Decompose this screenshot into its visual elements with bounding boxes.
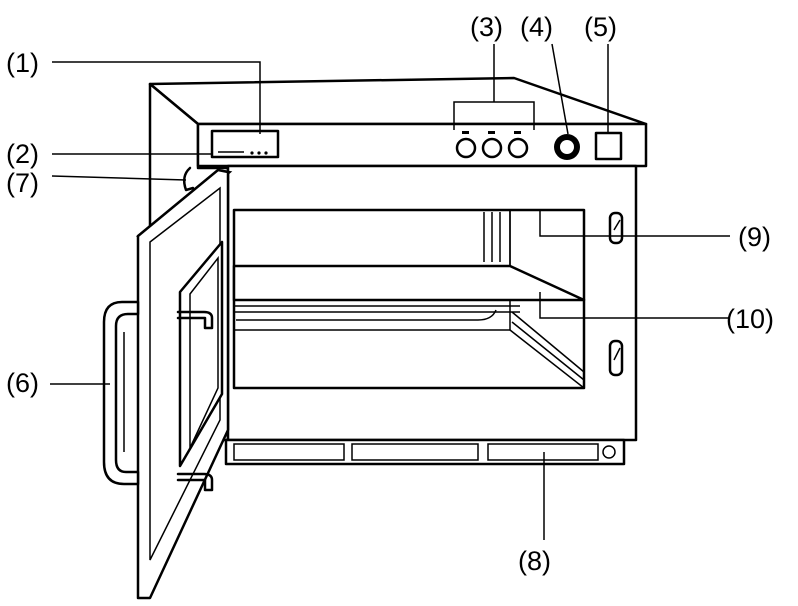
callout-3: (3) [470, 12, 503, 42]
air-filter [224, 438, 626, 466]
oven-shelf [232, 264, 586, 302]
callout-5: (5) [584, 12, 617, 42]
door-handle [102, 300, 140, 486]
callout-10: (10) [726, 304, 774, 334]
callout-9: (9) [738, 222, 771, 252]
oven-door [102, 168, 233, 600]
control-button-2 [481, 137, 503, 159]
callout-8: (8) [518, 546, 551, 576]
oven-top [148, 76, 648, 126]
oven-cavity [232, 208, 586, 390]
callout-6: (6) [6, 368, 39, 398]
leader-lines [50, 43, 730, 540]
callout-1: (1) [6, 48, 39, 78]
control-button-3 [507, 137, 529, 159]
side-slots [608, 211, 624, 377]
control-panel [196, 122, 648, 168]
control-button-1 [455, 137, 477, 159]
callout-7: (7) [6, 168, 39, 198]
callout-2: (2) [6, 139, 39, 169]
display-window [210, 129, 280, 159]
callout-labels: (1) (2) (3) (4) (5) (6) (7) (8) (9) (10) [6, 12, 774, 576]
door-hinge [182, 166, 195, 192]
callout-4: (4) [520, 12, 553, 42]
